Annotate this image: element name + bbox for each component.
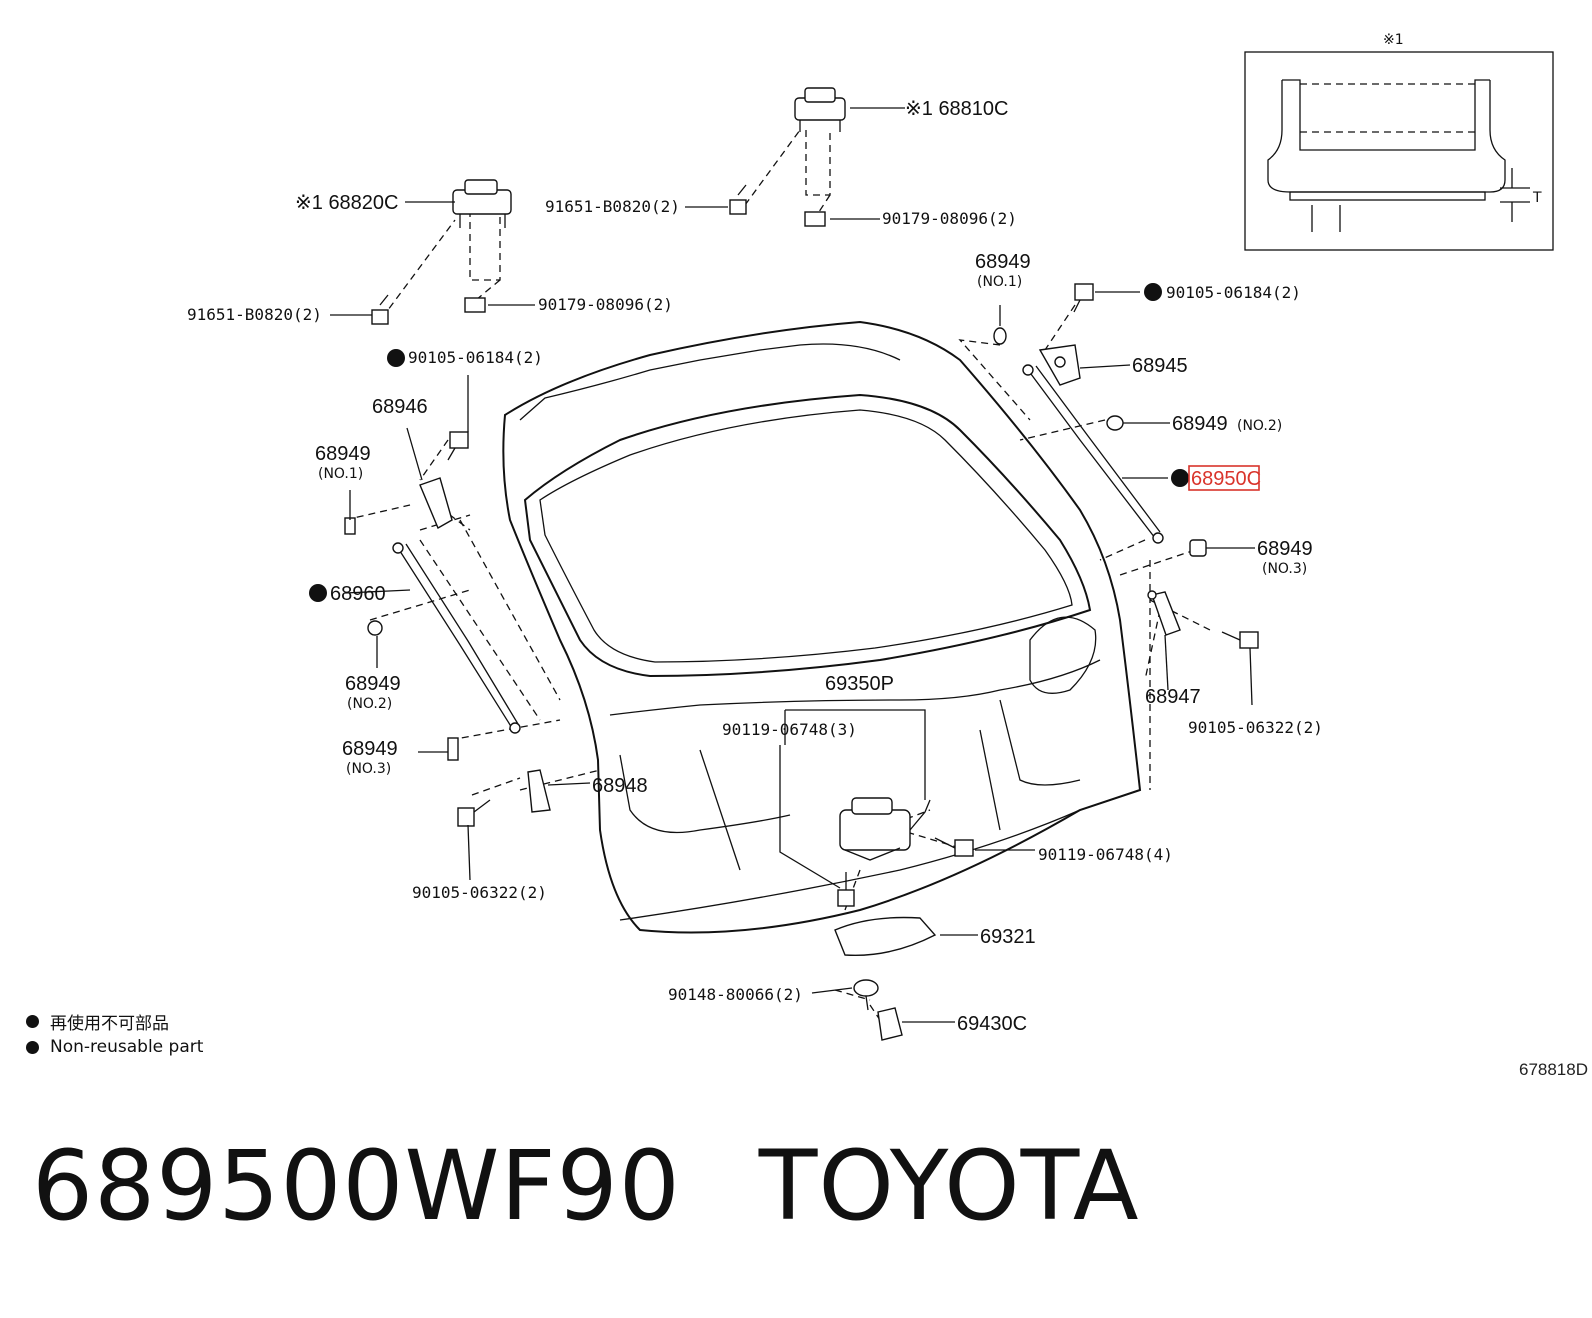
cushion-68949-no3-right <box>1189 539 1207 557</box>
label-90148: 90148-80066(2) <box>668 985 803 1004</box>
nut-90179-left <box>464 297 486 313</box>
highlight-box <box>1188 465 1260 491</box>
bolt-90119-lower <box>837 872 855 907</box>
label-91651-top: 91651-B0820(2) <box>545 197 680 216</box>
hinge-68810c <box>794 87 846 132</box>
legend-text-jp: 再使用不可部品 <box>50 1013 169 1034</box>
bolt-90105-06184-left <box>447 431 469 461</box>
bolt-91651-left <box>371 294 389 325</box>
label-91651-left: 91651-B0820(2) <box>187 305 322 324</box>
label-68949-no1-top: 68949 <box>975 251 1031 273</box>
label-69321: 69321 <box>980 926 1036 948</box>
label-68949-no1-left: 68949 <box>315 443 371 465</box>
label-68949-no1-left-sub: (NO.1) <box>318 466 363 482</box>
label-90105-06184-left: 90105-06184(2) <box>408 348 543 367</box>
label-90119-3: 90119-06748(3) <box>722 720 857 739</box>
handle-69321 <box>834 916 937 957</box>
label-68949-no2-right: 68949 <box>1172 413 1228 435</box>
parts-diagram: ※1 T <box>187 32 1554 1041</box>
non-reusable-markers <box>309 283 1189 602</box>
bolt-91651-top <box>729 184 747 215</box>
hinge-68820c <box>452 179 512 228</box>
reference-code: 678818D <box>1518 1060 1588 1079</box>
label-68949-no1-top-sub: (NO.1) <box>977 274 1022 290</box>
label-68945: 68945 <box>1132 355 1188 377</box>
back-door-panel <box>502 320 1142 934</box>
label-68949-no2-right-sub: (NO.2) <box>1237 418 1282 434</box>
cover-69430c <box>877 1007 903 1041</box>
legend: 再使用不可部品 Non-reusable part <box>26 1008 203 1060</box>
label-68949-no2-left-sub: (NO.2) <box>347 696 392 712</box>
dot-icon <box>309 584 327 602</box>
part-labels: ※1 68810C ※1 68820C 91651-B0820(2) 90179… <box>187 98 1323 1035</box>
bolt-90119-right <box>934 837 974 857</box>
dot-icon <box>26 1040 39 1054</box>
label-90179-top: 90179-08096(2) <box>882 209 1017 228</box>
cushion-68949-no1-left <box>344 517 356 535</box>
label-69350p: 69350P <box>825 673 894 695</box>
cushion-68949-no2-right <box>1106 415 1124 431</box>
caption-brand: TOYOTA <box>758 1130 1140 1242</box>
legend-row-en: Non-reusable part <box>26 1034 203 1060</box>
bolt-90105-06322-left <box>457 799 491 827</box>
label-68810c: ※1 68810C <box>905 98 1009 120</box>
label-68820c: ※1 68820C <box>295 192 399 214</box>
label-90105-06184-right: 90105-06184(2) <box>1166 283 1301 302</box>
dot-icon <box>387 349 405 367</box>
dot-icon <box>1144 283 1162 301</box>
inset-label: ※1 <box>1383 32 1404 48</box>
label-68946: 68946 <box>372 396 428 418</box>
label-68949-no3-right-sub: (NO.3) <box>1262 561 1307 577</box>
legend-text-en: Non-reusable part <box>50 1037 204 1057</box>
label-68950c: 68950C <box>1191 468 1261 490</box>
label-68949-no3-right: 68949 <box>1257 538 1313 560</box>
label-90179-left: 90179-08096(2) <box>538 295 673 314</box>
leader-lines <box>330 107 1255 1023</box>
cushion-68949-no3-left <box>447 737 459 761</box>
dot-icon <box>26 1014 39 1028</box>
label-68960: 68960 <box>330 583 386 605</box>
bracket-68946 <box>419 477 453 530</box>
legend-row-jp: 再使用不可部品 <box>26 1008 203 1034</box>
caption: 689500WF90 TOYOTA <box>32 1130 1218 1242</box>
bracket-68947 <box>1147 590 1181 636</box>
bracket-68948 <box>527 769 551 813</box>
label-68947: 68947 <box>1145 686 1201 708</box>
clip-90148 <box>853 979 879 1011</box>
caption-part-number: 689500WF90 <box>32 1130 681 1242</box>
inset-detail: ※1 T <box>1244 32 1554 251</box>
label-90105-06322-left: 90105-06322(2) <box>412 883 547 902</box>
bolt-90105-06184-right <box>1073 283 1094 313</box>
label-68949-no3-left: 68949 <box>342 738 398 760</box>
bolt-90105-06322-right <box>1221 631 1259 649</box>
label-90119-4: 90119-06748(4) <box>1038 845 1173 864</box>
strut-68950c <box>1022 364 1164 544</box>
strut-68960 <box>392 542 521 734</box>
label-69430c: 69430C <box>957 1013 1027 1035</box>
cushion-68949-no1-top <box>993 327 1007 345</box>
label-68949-no3-left-sub: (NO.3) <box>346 761 391 777</box>
lock-assembly-69350p <box>839 797 931 861</box>
dot-icon <box>1171 469 1189 487</box>
label-90105-06322-right: 90105-06322(2) <box>1188 718 1323 737</box>
bracket-68945 <box>1038 344 1081 386</box>
cushion-68949-no2-left <box>367 620 383 636</box>
nut-90179-top <box>804 211 826 227</box>
label-68949-no2-left: 68949 <box>345 673 401 695</box>
inset-dimension-label: T <box>1532 190 1542 206</box>
label-68948: 68948 <box>592 775 648 797</box>
